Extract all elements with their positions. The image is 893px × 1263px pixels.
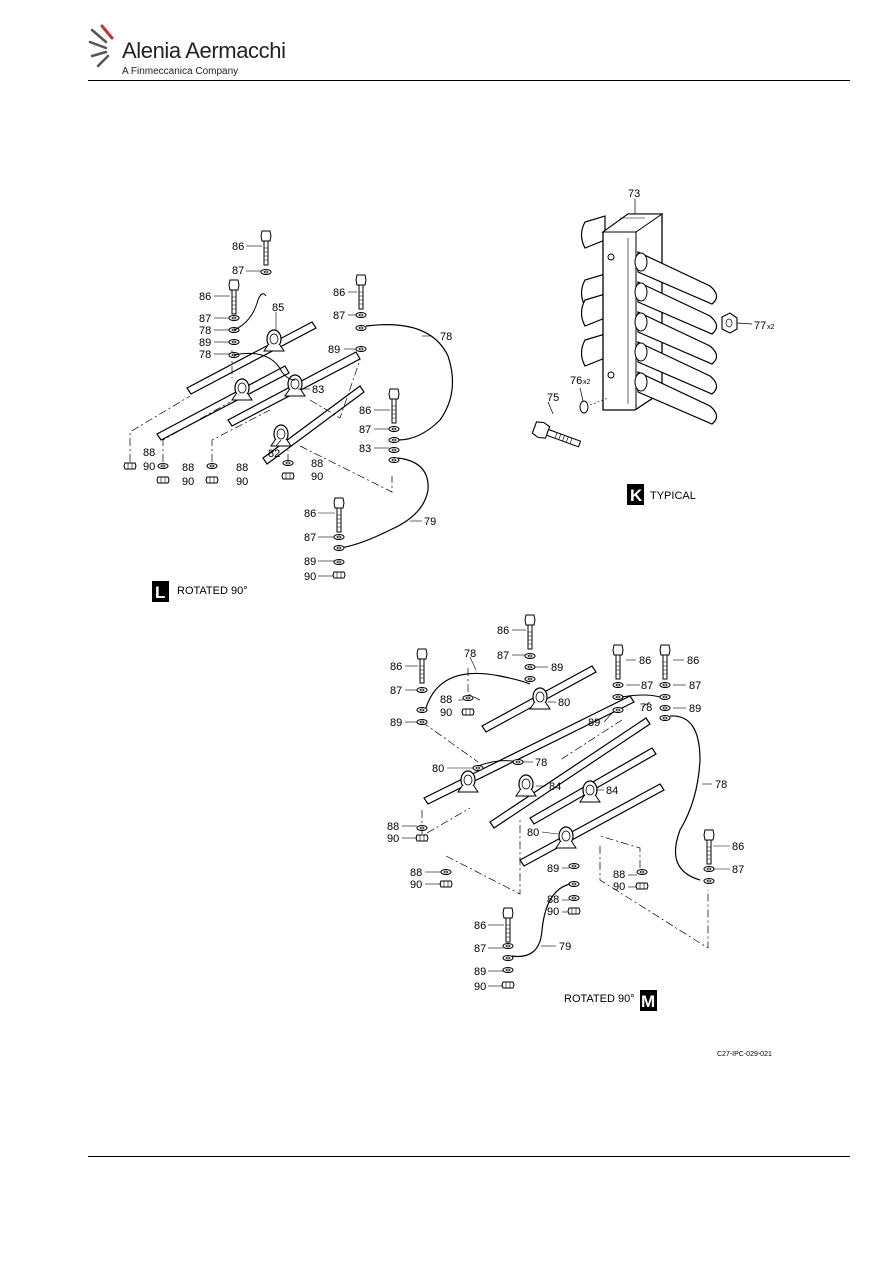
callout-87: 87 — [199, 313, 211, 325]
callout-86: 86 — [687, 655, 699, 667]
view-letter-m: M — [641, 992, 655, 1011]
callout-90: 90 — [613, 881, 625, 893]
callout-90: 90 — [304, 571, 316, 583]
callout-87: 87 — [689, 680, 701, 692]
view-label-m — [640, 990, 657, 1011]
callout-86: 86 — [304, 508, 316, 520]
callout-87: 87 — [390, 685, 402, 697]
callout-87: 87 — [497, 650, 509, 662]
callout-87: 87 — [232, 265, 244, 277]
callout-88: 88 — [440, 694, 452, 706]
callout-89: 89 — [474, 966, 486, 978]
callout-89: 89 — [551, 662, 563, 674]
callout-90: 90 — [236, 476, 248, 488]
view-letter-l: L — [155, 583, 165, 602]
callout-89: 89 — [689, 703, 701, 715]
callout-89: 89 — [547, 863, 559, 875]
callout-83: 83 — [312, 384, 324, 396]
callout-90: 90 — [440, 707, 452, 719]
company-logo: Alenia Aermacchi A Finmeccanica Company — [88, 22, 288, 80]
callout-77-qty: x2 — [767, 324, 775, 331]
callout-84: 84 — [549, 781, 561, 793]
callout-78: 78 — [464, 648, 476, 660]
callout-82: 82 — [268, 448, 280, 460]
callout-87: 87 — [333, 310, 345, 322]
callout-88: 88 — [182, 462, 194, 474]
header-rule — [88, 80, 850, 81]
callout-80: 80 — [527, 827, 539, 839]
callout-83: 83 — [359, 443, 371, 455]
callout-85: 85 — [272, 302, 284, 314]
callout-89: 89 — [304, 556, 316, 568]
callout-88: 88 — [143, 447, 155, 459]
footer-rule — [88, 1156, 850, 1157]
callout-90: 90 — [182, 476, 194, 488]
callout-76: 76 — [570, 375, 582, 387]
view-letter-k: K — [630, 486, 643, 505]
view-label-l — [152, 581, 169, 602]
view-caption-m: ROTATED 90° — [564, 993, 635, 1005]
callout-75: 75 — [547, 392, 559, 404]
callout-89: 89 — [199, 337, 211, 349]
view-k: 73 75 76 x2 77 x2 K TYPICAL — [531, 188, 775, 505]
callout-84: 84 — [606, 785, 618, 797]
callout-86: 86 — [497, 625, 509, 637]
callout-89: 89 — [390, 717, 402, 729]
callout-90: 90 — [143, 461, 155, 473]
callout-87: 87 — [359, 424, 371, 436]
callout-76-qty: x2 — [583, 379, 591, 386]
callout-78: 78 — [199, 349, 211, 361]
view-l: 86 87 86 87 78 89 78 85 86 87 78 89 83 8… — [123, 230, 454, 602]
company-subtitle: A Finmeccanica Company — [122, 66, 239, 77]
callout-90: 90 — [387, 833, 399, 845]
view-label-k — [627, 484, 644, 505]
figure-reference: C27-IPC-029-021 — [717, 1051, 772, 1058]
view-m: 86 87 89 86 87 89 78 88 90 80 86 87 86 8… — [387, 614, 744, 1011]
view-caption-k: TYPICAL — [650, 490, 696, 502]
callout-77: 77 — [754, 320, 766, 332]
callout-88: 88 — [311, 458, 323, 470]
view-caption-l: ROTATED 90° — [177, 585, 248, 597]
callout-88: 88 — [387, 821, 399, 833]
callout-89: 89 — [328, 344, 340, 356]
callout-90: 90 — [311, 471, 323, 483]
callout-87: 87 — [641, 680, 653, 692]
callout-73: 73 — [628, 188, 640, 200]
callout-87: 87 — [732, 864, 744, 876]
callout-90: 90 — [474, 981, 486, 993]
callout-90: 90 — [547, 906, 559, 918]
callout-86: 86 — [232, 241, 244, 253]
callout-87: 87 — [304, 532, 316, 544]
callout-78: 78 — [199, 325, 211, 337]
callout-86: 86 — [199, 291, 211, 303]
callout-86: 86 — [390, 661, 402, 673]
callout-80: 80 — [558, 697, 570, 709]
callout-79: 79 — [424, 516, 436, 528]
callout-88: 88 — [410, 867, 422, 879]
logo-mark-icon — [88, 24, 114, 68]
callout-87: 87 — [474, 943, 486, 955]
callout-78: 78 — [440, 331, 452, 343]
callout-86: 86 — [474, 920, 486, 932]
callout-86: 86 — [333, 287, 345, 299]
callout-79: 79 — [559, 941, 571, 953]
callout-86: 86 — [359, 405, 371, 417]
callout-78: 78 — [715, 779, 727, 791]
callout-89: 89 — [588, 717, 600, 729]
callout-88: 88 — [547, 894, 559, 906]
callout-78: 78 — [535, 757, 547, 769]
callout-88: 88 — [613, 869, 625, 881]
callout-88: 88 — [236, 462, 248, 474]
callout-86: 86 — [732, 841, 744, 853]
callout-86: 86 — [639, 655, 651, 667]
callout-80: 80 — [432, 763, 444, 775]
company-name: Alenia Aermacchi — [122, 38, 286, 63]
callout-90: 90 — [410, 879, 422, 891]
callout-78: 78 — [640, 702, 652, 714]
